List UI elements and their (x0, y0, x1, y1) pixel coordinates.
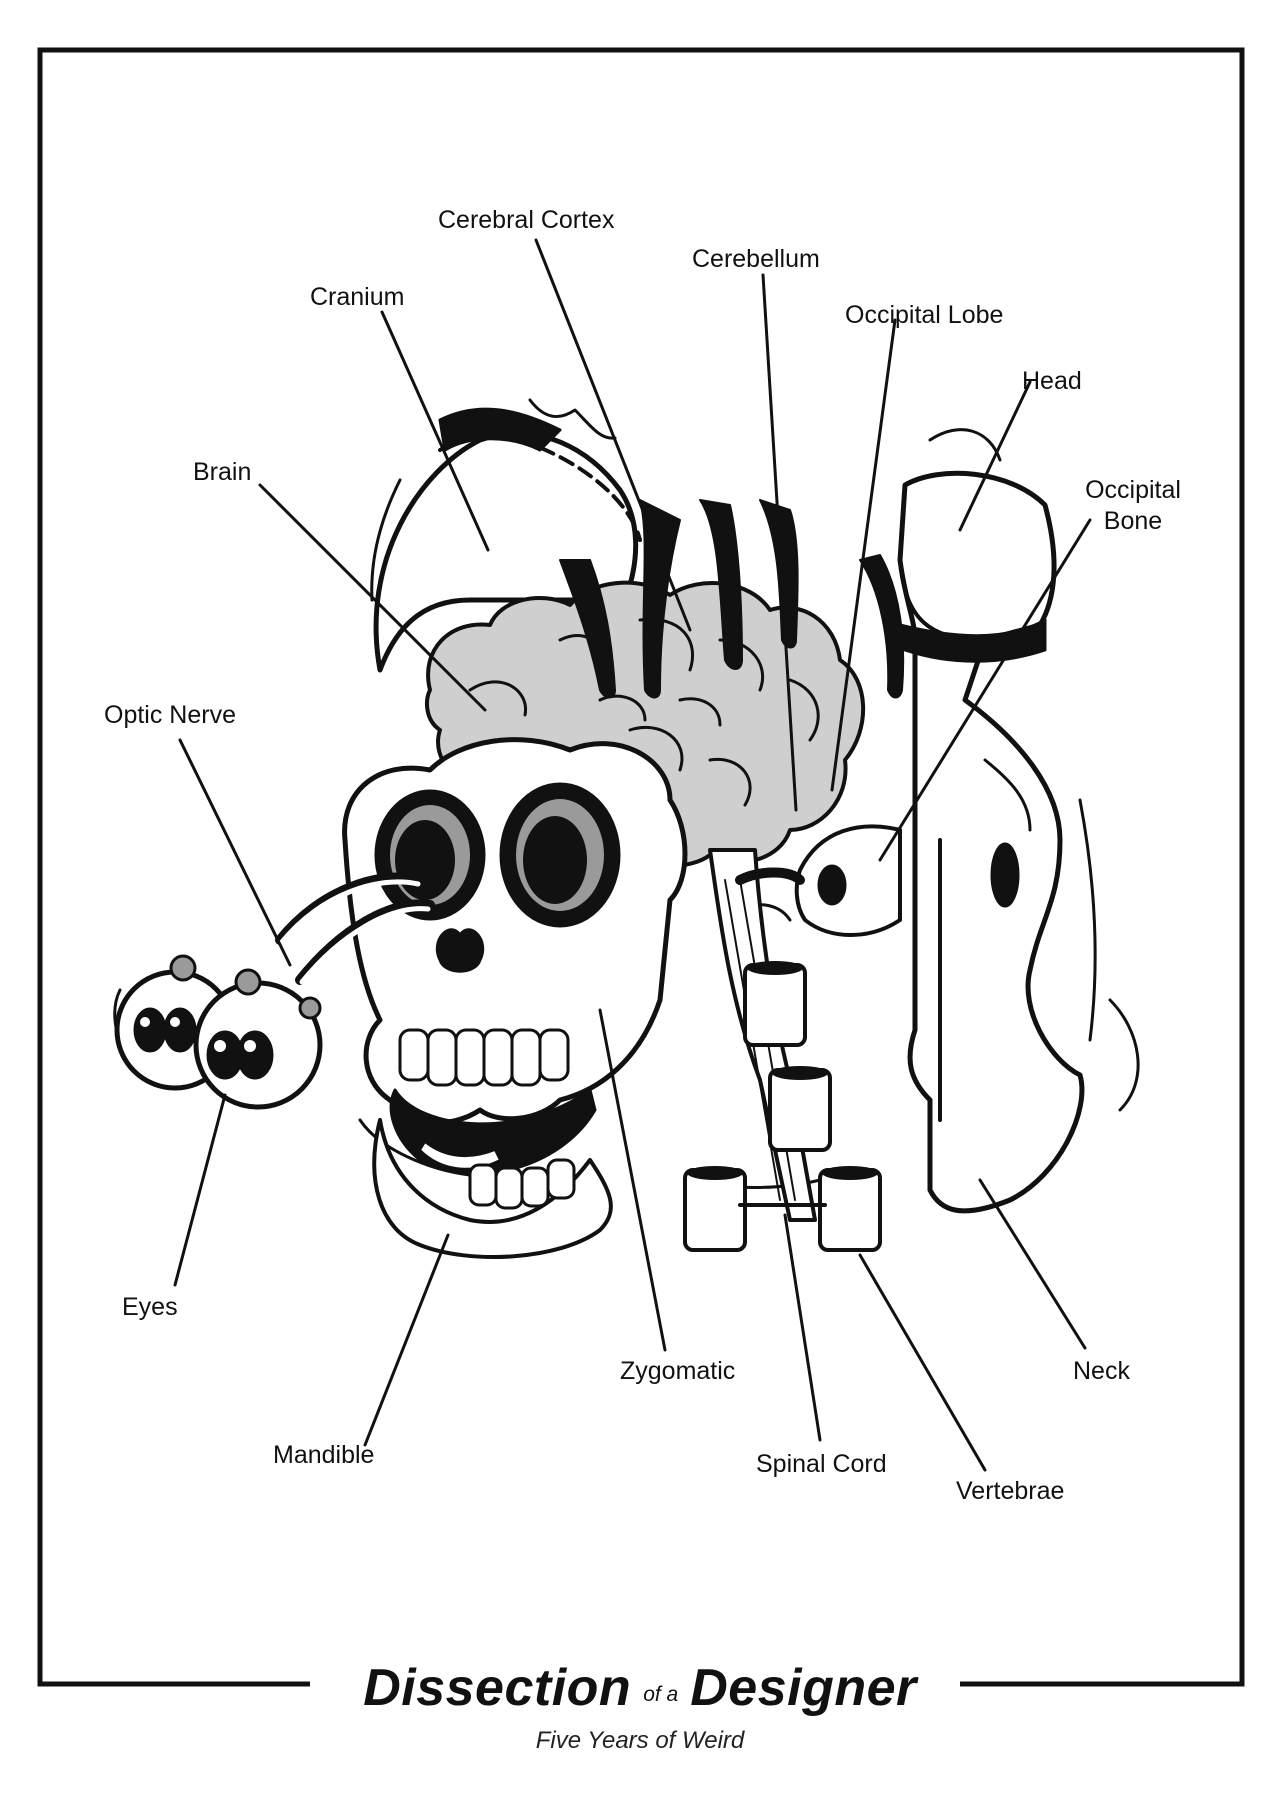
leader-cerebellum (761, 273, 798, 812)
poster-subtitle: Five Years of Weird (535, 1727, 745, 1754)
slime-drips (559, 499, 905, 699)
neck-piece (897, 470, 1085, 1214)
label-occipital-bone-line1: Occipital (1085, 476, 1181, 504)
label-optic-nerve: Optic Nerve (104, 701, 236, 729)
label-zygomatic: Zygomatic (620, 1357, 736, 1385)
title-connector: of a (643, 1683, 679, 1706)
leader-cerebral-cortex (534, 238, 692, 632)
leader-cranium (380, 310, 490, 552)
label-cerebral-cortex: Cerebral Cortex (438, 206, 615, 234)
spinal-column (683, 848, 882, 1252)
lower-teeth (468, 1158, 576, 1210)
leader-head (958, 380, 1032, 532)
leader-neck (978, 1178, 1087, 1350)
leader-mandible (363, 1233, 450, 1447)
label-head: Head (1022, 367, 1082, 395)
leader-occipital-bone (878, 518, 1092, 862)
leader-occipital-lobe (830, 318, 897, 792)
occipital-bone-piece (735, 824, 902, 937)
label-occipital-bone: Occipital Bone (1073, 475, 1193, 537)
label-brain: Brain (193, 458, 252, 486)
poster-title: Dissection of a Designer (0, 1658, 1280, 1728)
eyeballs (114, 872, 435, 1110)
border-frame (37, 47, 1245, 1687)
title-designer: Designer (690, 1659, 917, 1717)
leader-optic-nerve (178, 738, 292, 967)
leader-brain (258, 483, 487, 712)
cranium-dome (373, 407, 642, 673)
skull-illustration (113, 398, 1140, 1259)
label-eyes: Eyes (122, 1293, 178, 1321)
label-occipital-bone-line2: Bone (1103, 507, 1163, 535)
vertebra-blocks (683, 963, 882, 1252)
leader-vertebrae (858, 1253, 987, 1472)
leader-zygomatic (598, 1008, 667, 1352)
label-occipital-lobe: Occipital Lobe (845, 301, 1004, 329)
skull-face (342, 737, 688, 1259)
label-neck: Neck (1073, 1357, 1130, 1385)
leader-eyes (173, 1093, 227, 1287)
label-spinal-cord: Spinal Cord (756, 1450, 887, 1478)
leader-spinal-cord (783, 1213, 822, 1442)
label-vertebrae: Vertebrae (956, 1477, 1065, 1505)
leader-lines (173, 238, 1092, 1472)
upper-teeth (398, 1028, 570, 1087)
label-mandible: Mandible (273, 1441, 375, 1469)
label-cerebellum: Cerebellum (692, 245, 820, 273)
title-dissection: Dissection (363, 1659, 632, 1717)
label-cranium: Cranium (310, 283, 405, 311)
